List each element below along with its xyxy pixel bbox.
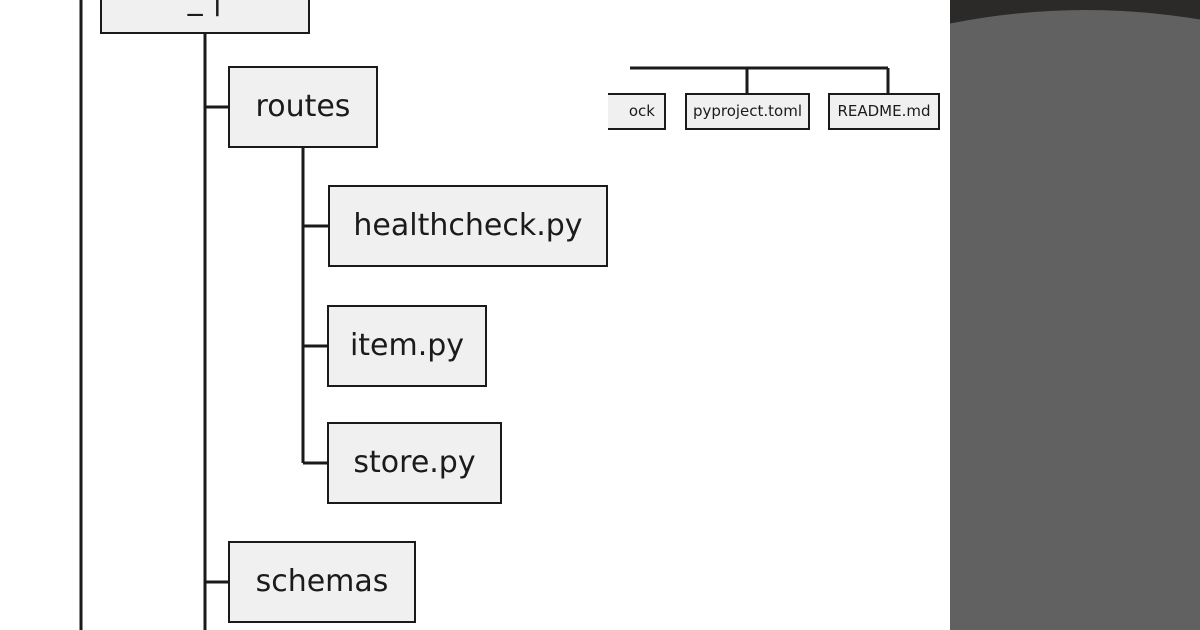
- tree-node-store-py[interactable]: store.py: [327, 422, 502, 504]
- tree-node-readme-md[interactable]: README.md: [828, 93, 940, 130]
- tree-node-root-partial[interactable]: _ |: [100, 0, 310, 34]
- tree-node-label: schemas: [255, 564, 389, 599]
- tree-edge-layer: [79, 0, 890, 630]
- decorative-circle: [950, 10, 1200, 630]
- tree-node-label: store.py: [353, 445, 476, 480]
- tree-node-healthcheck-py[interactable]: healthcheck.py: [328, 185, 608, 267]
- tree-node-pyproject-toml[interactable]: pyproject.toml: [685, 93, 810, 130]
- tree-node-label: healthcheck.py: [353, 208, 583, 243]
- tree-node-label: routes: [255, 89, 351, 124]
- tree-node-lock-partial[interactable]: ock: [608, 93, 666, 130]
- tree-node-item-py[interactable]: item.py: [327, 305, 487, 387]
- diagram-area: _ | routes healthcheck.py item.py store.…: [79, 0, 940, 630]
- tree-node-label: pyproject.toml: [692, 102, 803, 120]
- tree-node-label: ock: [628, 102, 655, 120]
- tree-node-label: item.py: [349, 328, 465, 363]
- tree-node-label: README.md: [837, 102, 931, 120]
- right-dark-panel: [950, 0, 1200, 630]
- tree-node-label: _ |: [188, 0, 223, 15]
- tree-node-schemas[interactable]: schemas: [228, 541, 416, 623]
- tree-node-routes[interactable]: routes: [228, 66, 378, 148]
